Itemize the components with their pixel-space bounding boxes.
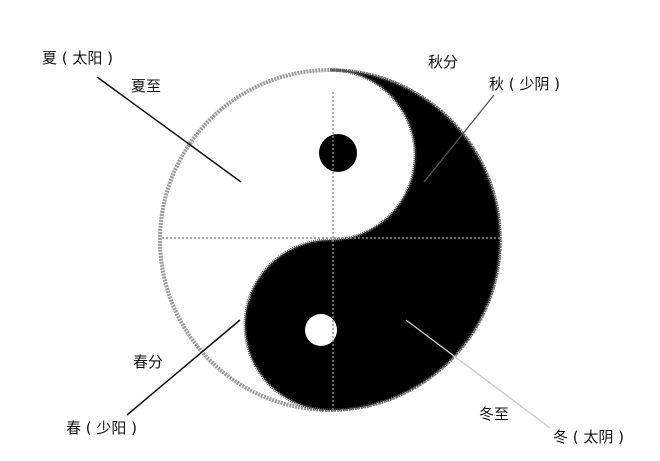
leader-summer [96, 76, 242, 183]
label-winter-taiyin: 冬 ( 太阴 ) [553, 428, 625, 446]
label-autumn-shaoyin: 秋 ( 少阴 ) [489, 75, 561, 93]
label-summer-taiyang: 夏 ( 太阳 ) [42, 49, 114, 67]
yin-dot [319, 134, 357, 172]
label-summer-solstice: 夏至 [131, 77, 162, 95]
leader-spring [126, 319, 241, 416]
label-winter-solstice: 冬至 [479, 405, 510, 423]
label-spring-equinox: 春分 [133, 353, 164, 371]
yin-boundary-halo [243, 68, 502, 412]
label-autumn-equinox: 秋分 [428, 53, 459, 71]
yang-dot [305, 314, 337, 346]
leader-autumn [423, 94, 495, 183]
label-spring-shaoyang: 春 ( 少阳 ) [66, 419, 138, 437]
leader-winter [405, 319, 551, 429]
